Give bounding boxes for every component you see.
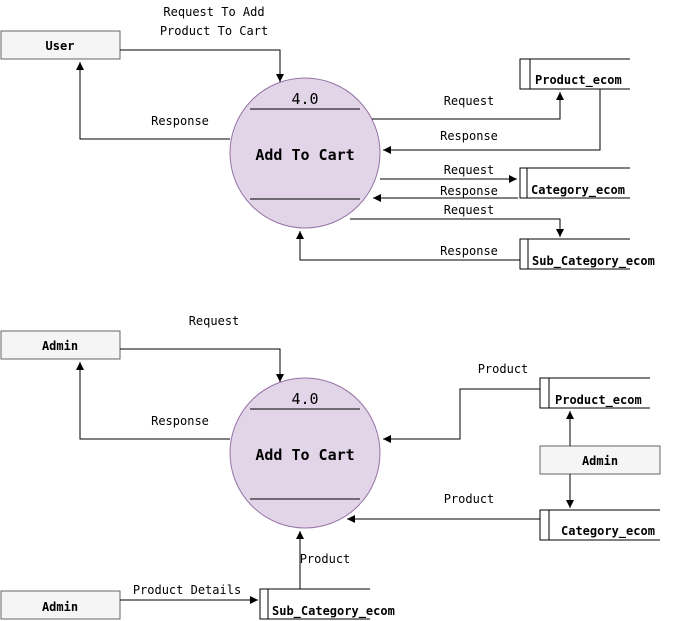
flow-label-category-response: Response	[440, 184, 498, 198]
store-category-bottom[interactable]: Category_ecom	[539, 509, 660, 541]
flow-product-store-to-process	[383, 388, 540, 443]
entity-admin-top[interactable]: Admin	[0, 330, 121, 360]
flow-label-admin-response: Response	[151, 414, 209, 428]
store-product-bottom[interactable]: Product_ecom	[539, 377, 650, 409]
entity-admin-bottom[interactable]: Admin	[0, 590, 121, 620]
diagram-bottom: Admin Admin Admin 4.0 Add To Cart Produc…	[0, 314, 661, 620]
flow-label-subcategory-response: Response	[440, 244, 498, 258]
store-subcategory-label: Sub_Category_ecom	[272, 604, 395, 619]
process-number: 4.0	[291, 90, 318, 108]
process-add-to-cart-bottom[interactable]: 4.0 Add To Cart	[229, 377, 381, 529]
diagram-top: User 4.0 Add To Cart Product_ecom Catego…	[0, 5, 655, 270]
flow-label-user-response: Response	[151, 114, 209, 128]
store-category-label: Category_ecom	[561, 524, 655, 539]
flow-label-subcategory-product: Product	[300, 552, 351, 566]
flow-process-to-product	[372, 92, 564, 120]
flow-label-request-to-add: Request To Add	[163, 5, 264, 19]
flow-label-subcategory-request: Request	[444, 203, 495, 217]
flow-label-category-product: Product	[444, 492, 495, 506]
store-category-top[interactable]: Category_ecom	[519, 167, 630, 199]
entity-admin-right[interactable]: Admin	[539, 445, 661, 475]
flow-label-product-response: Response	[440, 129, 498, 143]
store-category-label: Category_ecom	[531, 183, 625, 198]
store-subcategory-label: Sub_Category_ecom	[532, 254, 655, 269]
entity-admin-right-label: Admin	[582, 454, 618, 468]
flow-label-product-details: Product Details	[133, 583, 241, 597]
entity-admin-top-label: Admin	[42, 339, 78, 353]
flow-product-to-process	[383, 89, 601, 154]
store-product-top[interactable]: Product_ecom	[519, 58, 630, 90]
flow-process-to-user	[76, 62, 230, 140]
entity-user[interactable]: User	[0, 30, 121, 60]
flow-user-to-process	[120, 49, 284, 82]
flow-process-to-subcategory	[350, 218, 564, 237]
store-product-label: Product_ecom	[555, 393, 642, 408]
store-subcategory-top[interactable]: Sub_Category_ecom	[519, 238, 655, 270]
entity-admin-bottom-label: Admin	[42, 600, 78, 614]
process-number: 4.0	[291, 390, 318, 408]
entity-user-label: User	[46, 39, 75, 53]
store-subcategory-bottom[interactable]: Sub_Category_ecom	[259, 588, 395, 620]
process-add-to-cart-top[interactable]: 4.0 Add To Cart	[229, 77, 381, 229]
process-name: Add To Cart	[255, 446, 354, 464]
store-product-label: Product_ecom	[535, 73, 622, 88]
flow-label-category-request: Request	[444, 163, 495, 177]
process-name: Add To Cart	[255, 146, 354, 164]
flow-process-to-admin	[76, 362, 230, 440]
flow-subcategory-to-process	[296, 231, 520, 261]
flow-label-product-request: Request	[444, 94, 495, 108]
flow-label-admin-request: Request	[189, 314, 240, 328]
flow-admin-to-process	[120, 348, 284, 382]
flow-label-product-to-cart: Product To Cart	[160, 24, 268, 38]
flow-label-product: Product	[478, 362, 529, 376]
